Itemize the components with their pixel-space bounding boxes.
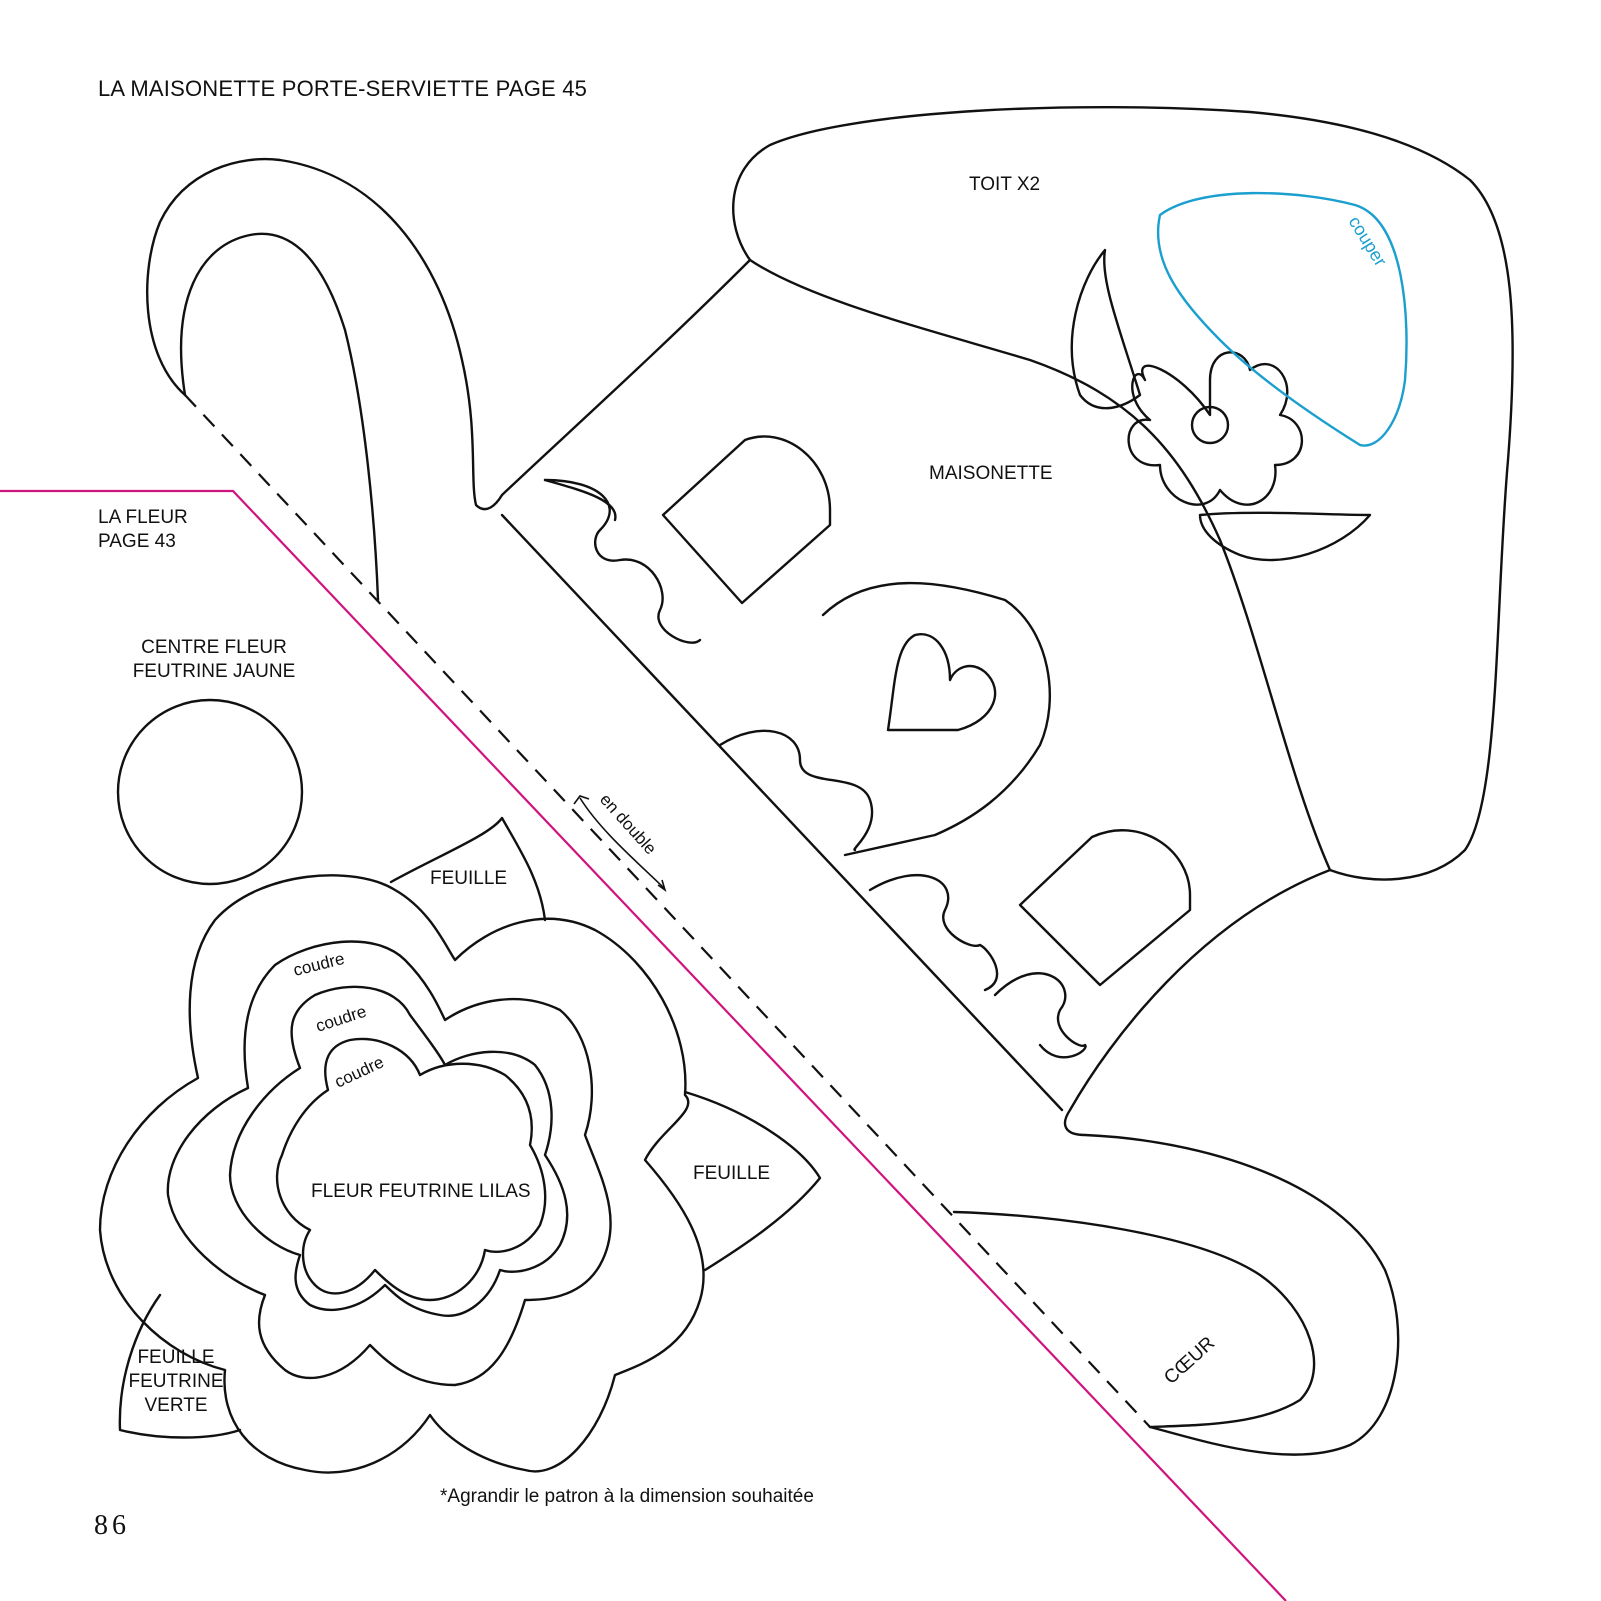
fleur-section-title: LA FLEUR PAGE 43 [98,506,188,554]
fleur-lilas-label: FLEUR FEUTRINE LILAS [311,1181,531,1202]
coudre-label-outer: coudre [291,949,346,980]
page-number: 86 [94,1510,130,1541]
porte-serviette-outline [146,105,1514,1456]
roof-flower [1127,351,1304,506]
coudre-label-inner: coudre [332,1052,387,1091]
fleur-layer-3 [228,985,569,1317]
feuille-top-shape [389,816,547,922]
feuille-right-shape [683,1090,822,1272]
house-front-edge [500,513,1064,1112]
centre-fleur-label-line2: FEUTRINE JAUNE [132,661,296,682]
toit-label: TOIT X2 [969,174,1040,195]
maisonette-label: MAISONETTE [929,463,1053,484]
house-wall-line [543,478,617,522]
feuille-verte-label: FEUILLE FEUTRINE VERTE [118,1346,234,1418]
fleur-section-title-line2: PAGE 43 [98,531,176,552]
feuille-verte-shape [118,1293,242,1439]
window-2 [1018,829,1192,987]
fleur-lilas-shape [275,1037,547,1302]
centre-fleur-circle [116,698,304,886]
couper-label: couper [1345,213,1391,270]
feuille-verte-label-line2: FEUTRINE [128,1371,224,1392]
cut-line [1156,191,1408,447]
feuille-verte-label-line1: FEUILLE [137,1347,215,1368]
section-divider [0,489,1287,1601]
feuille-right-label: FEUILLE [693,1163,770,1184]
roof-flower-centre [1190,405,1230,445]
centre-fleur-label: CENTRE FLEUR FEUTRINE JAUNE [110,636,318,684]
coudre-label-middle: coudre [313,1002,368,1036]
wall-scallop-4 [993,972,1087,1059]
fleur-outer-petals [98,874,705,1474]
en-double-label: en double [596,790,660,858]
door-arch [821,581,1051,857]
en-double-arrow-head-b [657,879,667,893]
centre-fleur-label-line1: CENTRE FLEUR [141,637,287,658]
fleur-layer-2 [166,940,612,1387]
feuille-verte-label-line3: VERTE [144,1395,208,1416]
hook-inner-edge [180,232,380,602]
roof-edge [748,258,1332,872]
en-double-arrow-head-a [573,795,590,805]
en-double-arrow [579,797,665,889]
wall-scallop-1 [543,478,702,644]
wall-scallop-3 [868,873,999,992]
feuille-top-label: FEUILLE [430,868,507,889]
wall-scallop-2 [718,729,874,852]
roof-leaf-left [1070,248,1142,410]
window-1 [661,435,832,605]
roof-leaf-right [1198,511,1372,562]
coeur-label: CŒUR [1160,1333,1219,1389]
fleur-section-title-line1: LA FLEUR [98,507,188,528]
fold-line [184,394,1151,1428]
page-title: LA MAISONETTE PORTE-SERVIETTE PAGE 45 [98,76,588,101]
door-heart [886,633,997,732]
coeur-inner-edge [952,1210,1316,1429]
enlarge-note: *Agrandir le patron à la dimension souha… [440,1486,814,1507]
